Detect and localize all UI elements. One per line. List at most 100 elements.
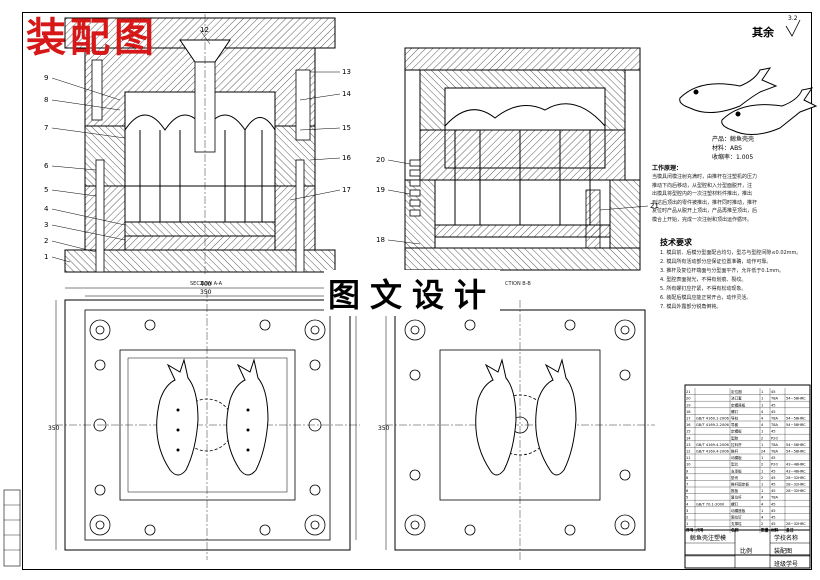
bom-cell-material: T8A [770, 423, 778, 427]
work-line: 模合上开始，完成一次注射和顶出运作循环。 [652, 216, 753, 223]
bom-cell-no: 10 [686, 463, 691, 467]
bom-cell-material: 45 [771, 390, 776, 394]
title-block-class: 班级学号 [774, 561, 799, 568]
product-shrinkage: 收缩率：1.005 [712, 154, 754, 161]
bom-cell-no: 17 [686, 417, 691, 421]
bom-cell-name: 型腔 [731, 435, 739, 440]
bom-cell-qty: 1 [761, 489, 763, 493]
tech-line: 4. 型腔表面抛光，不得有划痕、裂纹。 [660, 277, 747, 283]
bom-cell-qty: 4 [761, 516, 764, 520]
drawing-subtitle: 图文设计 [324, 270, 501, 316]
bom-cell-material: T8A [770, 450, 778, 454]
bom-cell-qty: 4 [761, 502, 764, 506]
rest-roughness-label: 其余 [752, 26, 774, 39]
part-label-5: 5 [44, 186, 48, 194]
work-line: 出模具将型腔内的一次注塑材料件推出，推出 [652, 191, 753, 197]
bom-cell-note: 28~32HRC [786, 483, 806, 487]
bom-cell-material: 45 [771, 476, 776, 480]
bom-cell-name: 螺钉 [731, 501, 739, 506]
bom-cell-note: 43~48HRC [786, 463, 806, 467]
bom-cell-material: 45 [771, 502, 776, 506]
title-block-scale: 比例 [740, 548, 753, 555]
bom-cell-material: 45 [771, 509, 776, 513]
bom-cell-qty: 4 [761, 417, 764, 421]
bom-cell-qty: 1 [761, 443, 763, 447]
bom-cell-name: 定位圈 [731, 389, 742, 394]
section-b-view [404, 47, 641, 271]
bom-cell-no: 18 [686, 410, 691, 414]
bom-cell-name: 型芯 [731, 462, 739, 467]
product-material: 材料：ABS [712, 145, 742, 152]
section-a-label: SECTION A-A [190, 281, 223, 287]
tech-line: 1. 模具前、后模分型面配合均匀，型芯与型腔间隙≤0.02mm。 [660, 250, 802, 256]
bom-cell-name: 拉料杆 [731, 442, 742, 447]
bom-cell-name: 导柱 [731, 416, 739, 421]
work-principle-body: 当模具闭模注射充满时，由推杆在注塑机的压力 推动下向后移动，从型腔和入分型面脱开… [652, 173, 802, 224]
bom-cell-qty: 2 [761, 463, 763, 467]
part-label-8: 8 [44, 96, 48, 104]
dim-height-right: 350 [378, 425, 390, 432]
bom-cell-code: GB/T 4169.2-2006 [696, 423, 730, 427]
bom-cell-no: 13 [686, 443, 691, 447]
roughness-value: 3.2 [788, 15, 798, 22]
bom-cell-name: 复位杆 [731, 495, 742, 500]
bom-cell-no: 1 [686, 522, 688, 526]
part-label-13: 13 [342, 68, 351, 76]
title-block-school: 学校名称 [774, 535, 799, 542]
bom-cell-no: 9 [686, 469, 689, 473]
tech-requirements-title: 技术要求 [660, 238, 692, 247]
part-label-6: 6 [44, 162, 49, 170]
bom-cell-no: 5 [686, 496, 688, 500]
part-label-15: 15 [342, 124, 351, 132]
tech-line: 5. 所有螺钉应拧紧，不得有松动现象。 [660, 286, 747, 292]
part-label-19: 19 [376, 186, 385, 194]
part-labels-mid: 20 19 18 21 [376, 156, 659, 244]
work-principle-title: 工作原理： [652, 165, 683, 172]
bom-cell-material: 45 [771, 456, 776, 460]
bom-cell-no: 3 [686, 509, 688, 513]
bom-cell-material: 45 [771, 469, 776, 473]
bom-cell-no: 4 [686, 502, 689, 506]
bom-cell-no: 20 [686, 397, 691, 401]
bom-cell-note: 54~58HRC [786, 423, 806, 427]
bom-cell-name: 推杆 [731, 449, 739, 454]
dim-width-inner: 350 [200, 289, 212, 296]
cooling-coil [409, 159, 421, 217]
part-label-17: 17 [342, 186, 351, 194]
bom-cell-name: 螺钉 [731, 409, 739, 414]
title-block-sheet-name: 装配图 [774, 548, 793, 555]
bom-cell-qty: 4 [761, 423, 764, 427]
bom-cell-qty: 1 [761, 403, 763, 407]
plan-view-right [385, 300, 655, 560]
bom-cell-name: 浇口套 [731, 396, 742, 401]
bom-cell-material: 45 [771, 430, 776, 434]
bom-cell-qty: 1 [761, 483, 763, 487]
bom-cell-qty: 4 [761, 410, 764, 414]
tech-line: 2. 模具所有活动部分应保证位置准确，动作可靠。 [660, 259, 772, 265]
bom-cell-name: 垫块 [731, 475, 739, 480]
bom-cell-code: GB/T 4169.4-2006 [696, 443, 730, 447]
bom-cell-no: 7 [686, 483, 688, 487]
bom-cell-code: GB/T 70.1-2000 [696, 502, 725, 506]
bom-cell-name: 动模板 [731, 455, 742, 460]
bom-cell-material: 45 [771, 516, 776, 520]
bom-cell-qty: 2 [761, 476, 763, 480]
product-name: 产品：鲸鱼壳壳 [712, 136, 755, 143]
title-block [684, 529, 811, 569]
bom-cell-no: 16 [686, 423, 691, 427]
part-labels-left: 9 8 7 6 5 4 3 2 1 12 13 14 15 16 17 [44, 26, 351, 261]
bom-cell-note: 43~48HRC [786, 469, 806, 473]
work-line: 当模具闭模注射充满时，由推杆在注塑机的压力 [652, 174, 758, 180]
bom-cell-no: 19 [686, 403, 691, 407]
bom-cell-qty: 2 [761, 522, 763, 526]
part-label-1: 1 [44, 253, 48, 261]
roughness-symbol: 3.2 [785, 15, 801, 37]
bom-cell-name: 支承板 [731, 468, 742, 473]
product-info: 产品：鲸鱼壳壳 材料：ABS 收缩率：1.005 [712, 135, 754, 162]
part-label-20: 20 [376, 156, 385, 164]
work-line: 到达后顶出的零件被推出，推杆同时推动，推杆 [652, 199, 758, 206]
part-label-9: 9 [44, 74, 48, 82]
work-line: 推动下向后移动，从型腔和入分型面脱开，注 [652, 182, 753, 189]
bom-cell-no: 12 [686, 450, 691, 454]
bom-cell-material: 45 [771, 403, 776, 407]
